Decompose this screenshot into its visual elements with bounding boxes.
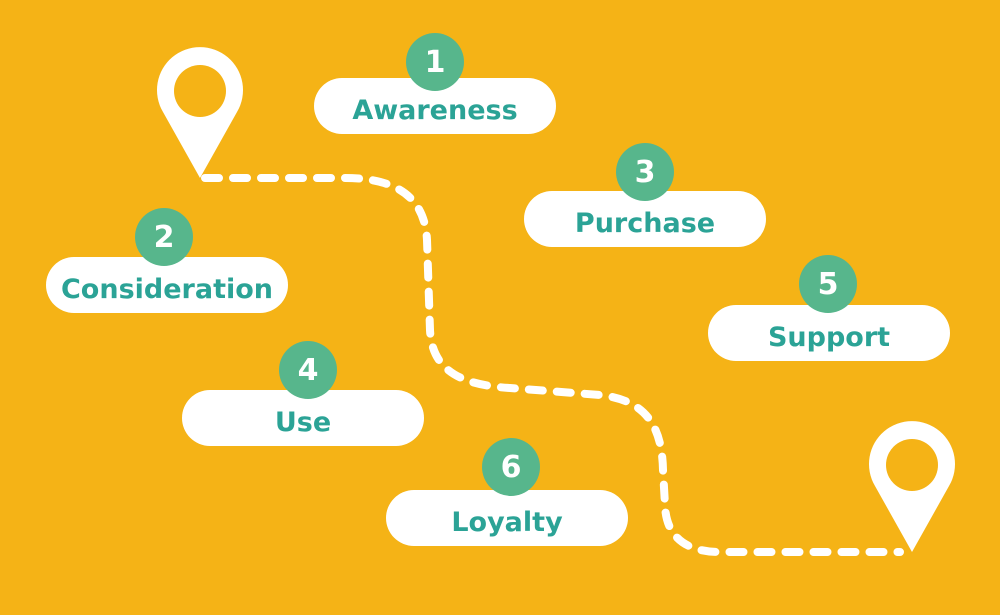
step-use: Use — [182, 390, 424, 446]
step-label: Use — [274, 406, 332, 438]
step-loyalty: Loyalty — [386, 490, 628, 546]
step-label: Loyalty — [451, 506, 563, 538]
step-number-badge: 3 — [616, 143, 674, 201]
end-location-pin-icon — [869, 421, 955, 552]
step-number-badge: 6 — [482, 438, 540, 496]
step-label: Awareness — [352, 94, 518, 126]
start-location-pin-icon — [157, 47, 243, 179]
step-purchase: Purchase — [524, 191, 766, 247]
step-label: Purchase — [574, 207, 716, 239]
step-support: Support — [708, 305, 950, 361]
step-number-badge: 1 — [406, 33, 464, 91]
dashed-route — [201, 174, 904, 556]
step-consideration: Consideration — [46, 257, 288, 313]
step-number-badge: 4 — [279, 341, 337, 399]
step-number-badge: 2 — [135, 208, 193, 266]
step-label: Consideration — [60, 273, 274, 305]
step-label: Support — [767, 321, 891, 353]
step-number-badge: 5 — [799, 255, 857, 313]
step-awareness: Awareness — [314, 78, 556, 134]
